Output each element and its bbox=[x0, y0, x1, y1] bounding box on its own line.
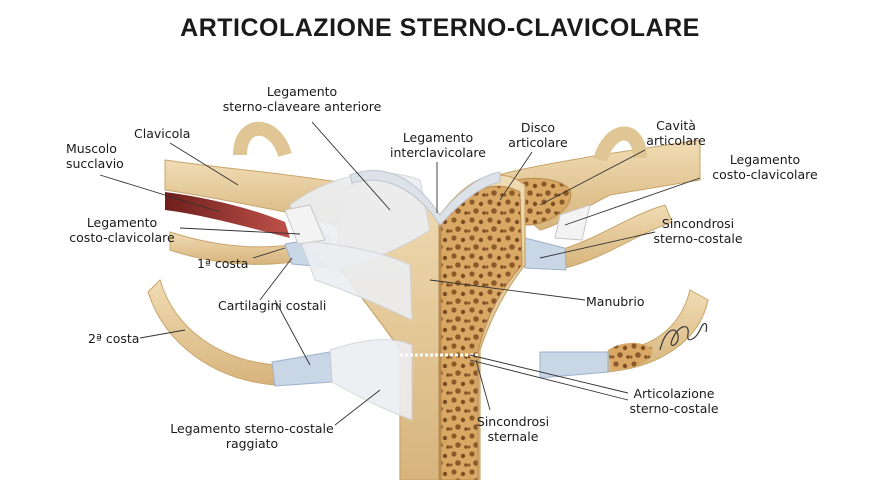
right-clavicle-notch bbox=[593, 126, 647, 163]
left-clavicle-notch bbox=[233, 121, 292, 158]
label-costoclavicular-ligament-right: Legamento costo-clavicolare bbox=[704, 152, 826, 182]
label-second-rib: 2ª costa bbox=[88, 331, 140, 346]
label-line: costo-clavicolare bbox=[712, 167, 818, 182]
label-sternocostal-synchondrosis: Sincondrosi sterno-costale bbox=[646, 216, 750, 246]
costoclavicular-ligament-left bbox=[284, 204, 326, 245]
label-line: sterno-costale bbox=[629, 401, 719, 416]
left-second-rib bbox=[147, 279, 276, 386]
label-line: Disco bbox=[520, 120, 556, 135]
label-line: Legamento bbox=[86, 215, 158, 230]
label-clavicle: Clavicola bbox=[134, 126, 191, 141]
label-line: Articolazione bbox=[633, 386, 715, 401]
label-line: sterno-claveare anteriore bbox=[222, 99, 382, 114]
leader-lines bbox=[99, 121, 701, 426]
label-line: articolare bbox=[508, 135, 568, 150]
label-anterior-sternoclavicular-ligament: Legamento sterno-claveare anteriore bbox=[212, 84, 392, 114]
artist-signature bbox=[659, 322, 708, 351]
label-interclavicular-ligament: Legamento interclavicolare bbox=[384, 130, 492, 160]
label-articular-cavity: Cavità articolare bbox=[636, 118, 716, 148]
left-costal-cartilage-2 bbox=[271, 351, 333, 387]
label-radiate-sternocostal-ligament: Legamento sterno-costale raggiato bbox=[160, 421, 344, 451]
diagram-title: ARTICOLAZIONE STERNO-CLAVICOLARE bbox=[180, 14, 700, 42]
label-line: succlavio bbox=[66, 156, 124, 171]
right-costal-cartilage-2 bbox=[539, 351, 609, 379]
label-sternal-synchondrosis: Sincondrosi sternale bbox=[472, 414, 554, 444]
label-line: Legamento sterno-costale bbox=[170, 421, 334, 436]
label-line: Legamento bbox=[402, 130, 474, 145]
label-costal-cartilages: Cartilagini costali bbox=[218, 298, 327, 313]
label-line: sternale bbox=[487, 429, 539, 444]
label-line: raggiato bbox=[225, 436, 279, 451]
label-line: Legamento bbox=[266, 84, 338, 99]
label-line: interclavicolare bbox=[390, 145, 486, 160]
label-subclavius-muscle: Muscolo succlavio bbox=[66, 141, 124, 171]
label-line: Sincondrosi bbox=[476, 414, 550, 429]
label-sternocostal-joint: Articolazione sterno-costale bbox=[616, 386, 732, 416]
label-line: Muscolo bbox=[66, 141, 117, 156]
label-line: Legamento bbox=[729, 152, 801, 167]
right-first-rib bbox=[559, 204, 673, 269]
radiate-sternocostal-ligament-upper bbox=[299, 239, 413, 321]
right-costal-cartilage-1 bbox=[524, 237, 567, 271]
label-line: Cavità bbox=[656, 118, 696, 133]
label-manubrium: Manubrio bbox=[586, 294, 645, 309]
right-second-rib-section bbox=[608, 342, 653, 370]
label-line: Sincondrosi bbox=[661, 216, 735, 231]
subclavius-muscle bbox=[165, 192, 290, 238]
label-costoclavicular-ligament-left: Legamento costo-clavicolare bbox=[62, 215, 182, 245]
label-line: sterno-costale bbox=[653, 231, 743, 246]
label-articular-disc: Disco articolare bbox=[500, 120, 576, 150]
radiate-sternocostal-ligament-lower bbox=[329, 339, 413, 421]
label-line: costo-clavicolare bbox=[69, 230, 175, 245]
label-line: articolare bbox=[646, 133, 706, 148]
interclavicular-ligament bbox=[349, 170, 501, 226]
label-first-rib: 1ª costa bbox=[197, 256, 249, 271]
